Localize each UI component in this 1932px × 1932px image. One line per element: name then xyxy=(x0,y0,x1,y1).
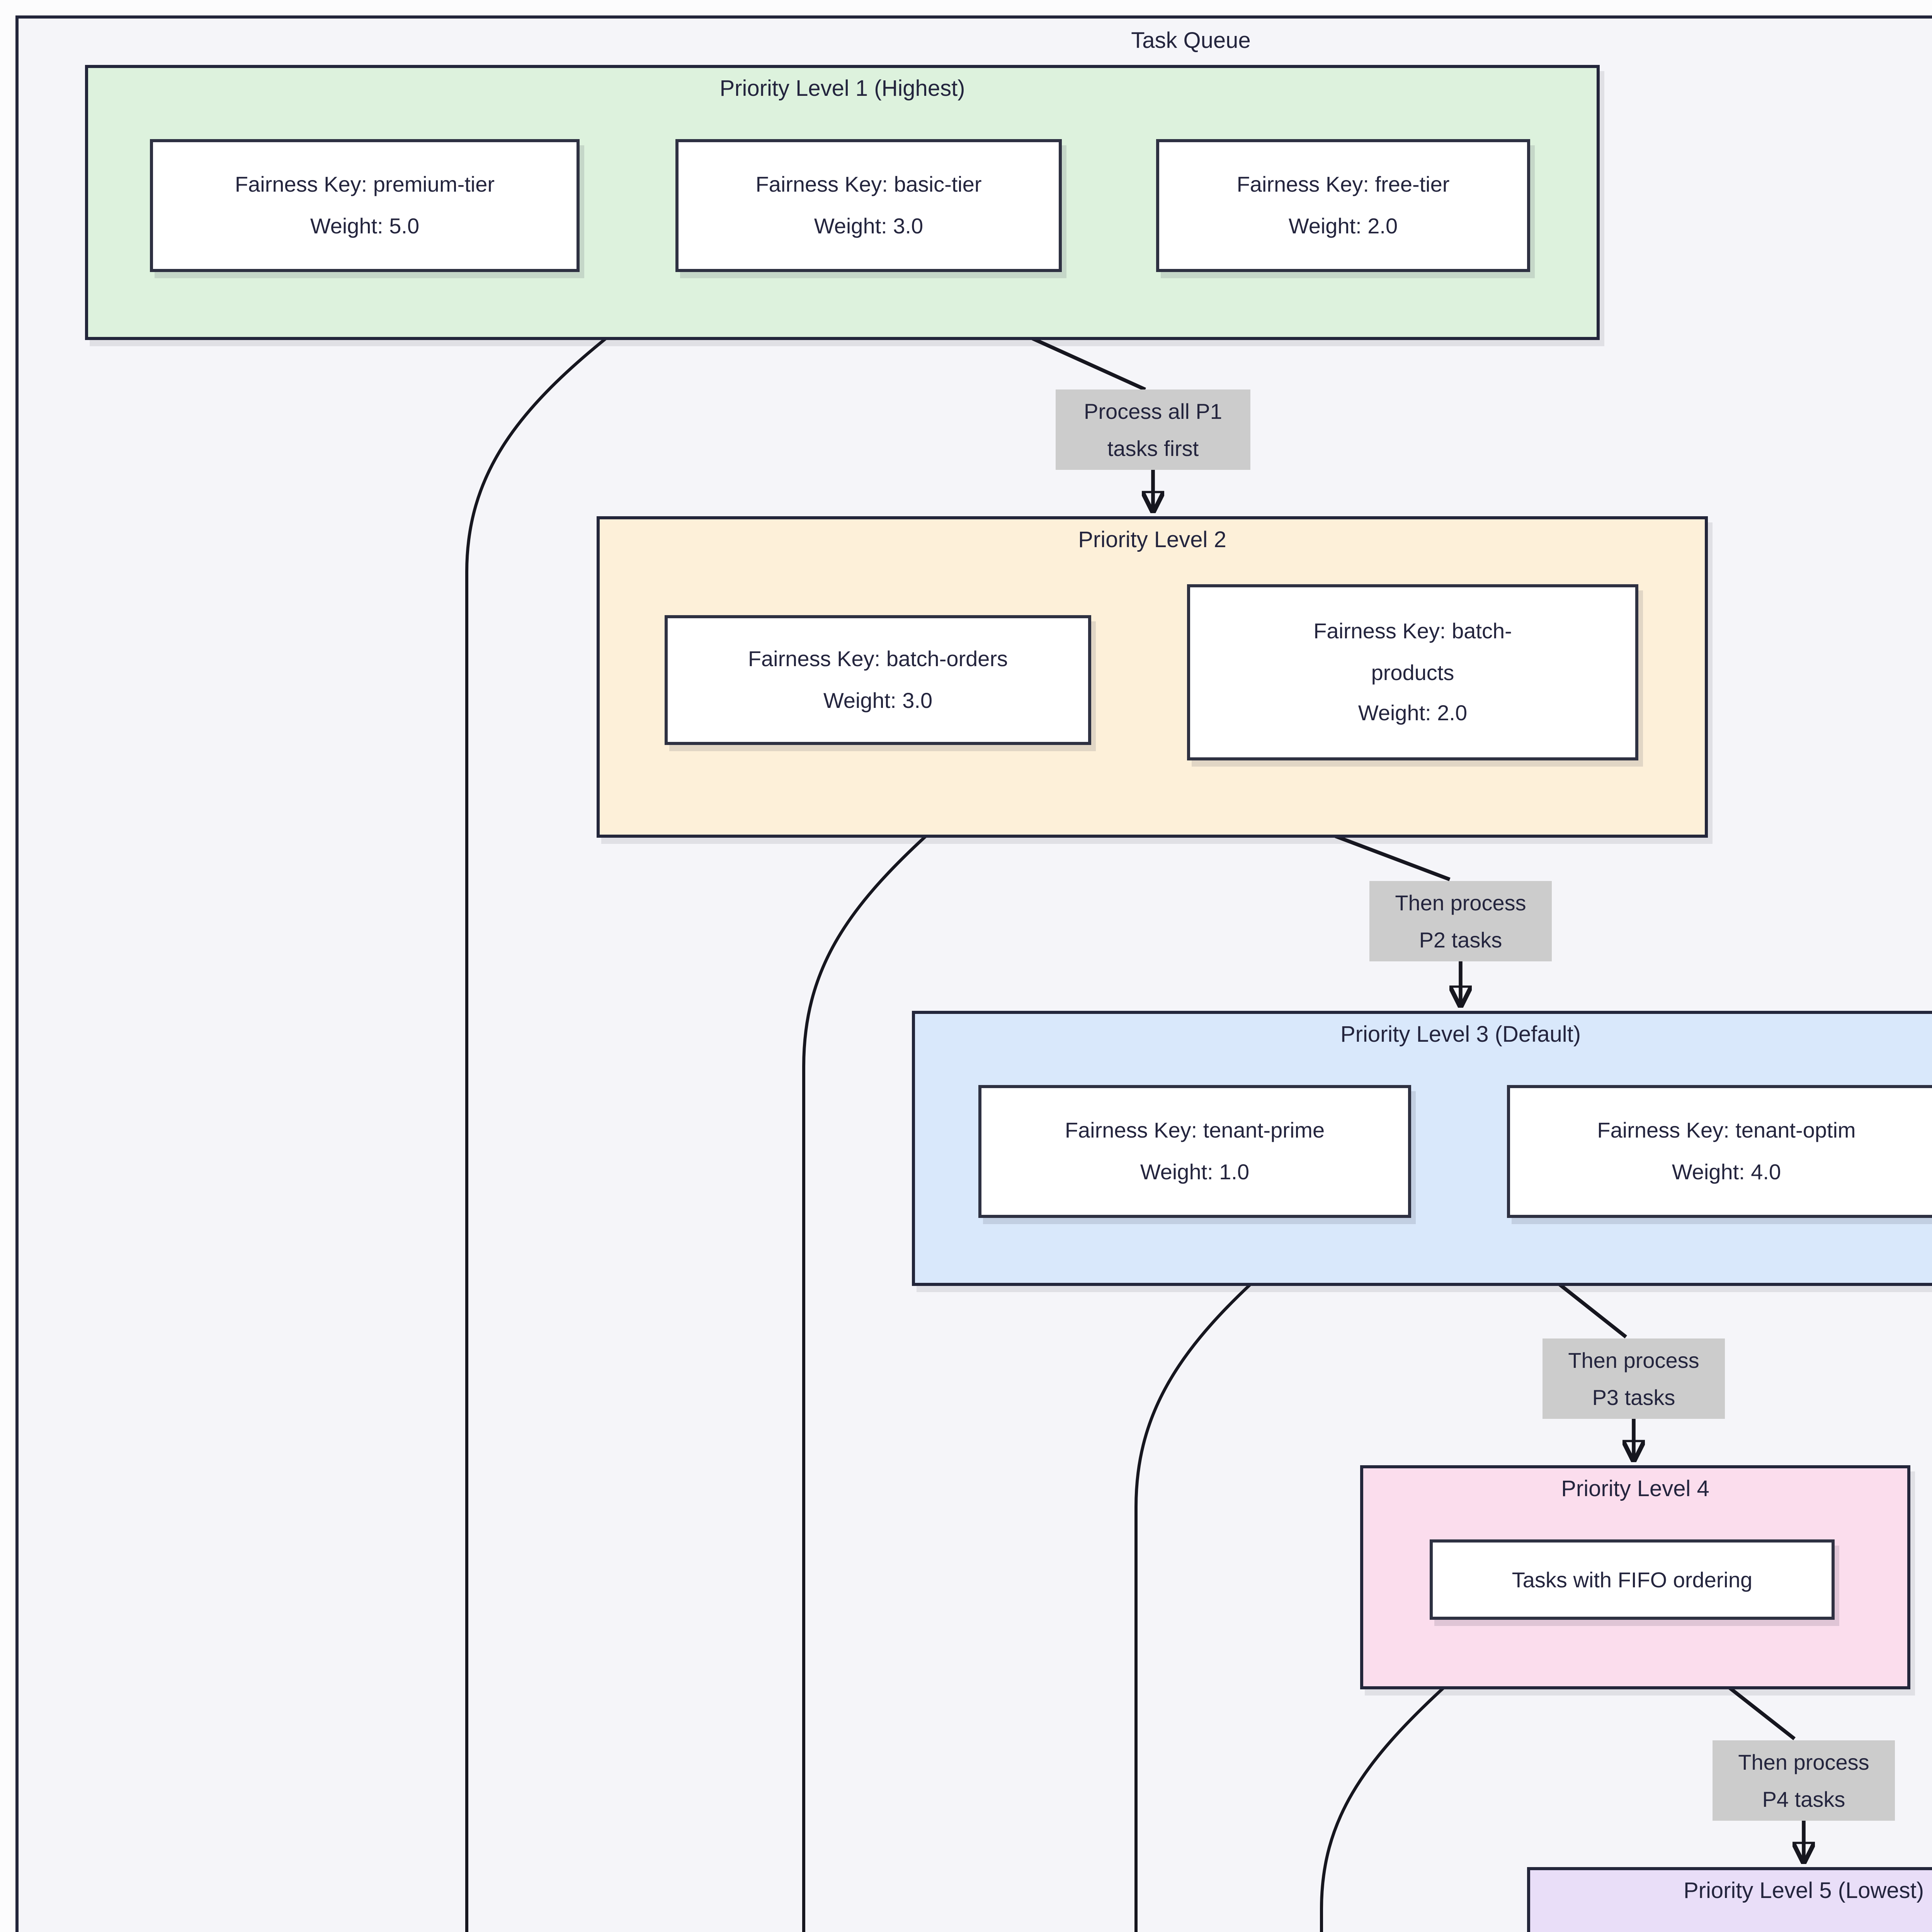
node-text-line: Weight: 3.0 xyxy=(814,213,923,238)
node-premium-tier: Fairness Key: premium-tier Weight: 5.0 xyxy=(150,139,580,272)
node-text-line: Weight: 2.0 xyxy=(1358,701,1468,726)
node-text-line: Fairness Key: tenant-optim xyxy=(1597,1117,1856,1143)
node-text-line: Weight: 5.0 xyxy=(310,213,420,238)
priority-level-1-title: Priority Level 1 (Highest) xyxy=(719,77,965,102)
node-text-line: Fairness Key: batch- xyxy=(1313,617,1512,643)
node-batch-products: Fairness Key: batch- products Weight: 2.… xyxy=(1187,584,1638,760)
edge-label-line: Process all P1 xyxy=(1084,398,1222,423)
priority-level-2-title: Priority Level 2 xyxy=(1078,529,1226,553)
node-text-line: Fairness Key: free-tier xyxy=(1236,172,1450,197)
edge-label-line: P4 tasks xyxy=(1762,1787,1845,1811)
node-free-tier: Fairness Key: free-tier Weight: 2.0 xyxy=(1156,139,1530,272)
edge-label-process-p2: Then process P2 tasks xyxy=(1369,881,1552,961)
node-text-line: Fairness Key: batch-orders xyxy=(748,646,1008,671)
node-text-line: Weight: 2.0 xyxy=(1288,213,1398,238)
edge-label-line: Then process xyxy=(1395,889,1526,914)
node-text-line: Fairness Key: tenant-prime xyxy=(1065,1117,1325,1143)
edge-label-line: Then process xyxy=(1738,1749,1869,1774)
edge-label-line: tasks first xyxy=(1107,436,1199,461)
edge-label-process-p3: Then process P3 tasks xyxy=(1543,1338,1725,1419)
priority-level-3-title: Priority Level 3 (Default) xyxy=(1340,1023,1581,1048)
node-text-line: Fairness Key: basic-tier xyxy=(755,172,982,197)
node-tenant-prime: Fairness Key: tenant-prime Weight: 1.0 xyxy=(978,1085,1411,1218)
node-fifo-p4: Tasks with FIFO ordering xyxy=(1430,1539,1835,1620)
node-text-line: Fairness Key: premium-tier xyxy=(235,172,495,197)
node-text-line: Tasks with FIFO ordering xyxy=(1512,1566,1753,1592)
priority-level-4-title: Priority Level 4 xyxy=(1561,1478,1709,1502)
edge-label-process-p1: Process all P1 tasks first xyxy=(1056,389,1250,470)
node-basic-tier: Fairness Key: basic-tier Weight: 3.0 xyxy=(675,139,1062,272)
edge-label-process-p4: Then process P4 tasks xyxy=(1713,1740,1895,1821)
node-text-line: Weight: 4.0 xyxy=(1672,1159,1781,1184)
priority-level-5-box: Priority Level 5 (Lowest) xyxy=(1527,1867,1932,1932)
edge-label-line: P3 tasks xyxy=(1592,1385,1675,1410)
node-tenant-optim: Fairness Key: tenant-optim Weight: 4.0 xyxy=(1507,1085,1932,1218)
task-queue-title: Task Queue xyxy=(1131,29,1251,54)
edge-label-line: P2 tasks xyxy=(1419,927,1502,952)
node-text-line: Weight: 3.0 xyxy=(823,688,933,713)
priority-level-5-title: Priority Level 5 (Lowest) xyxy=(1683,1879,1924,1904)
node-text-line: Weight: 1.0 xyxy=(1140,1159,1250,1184)
node-text-line: products xyxy=(1371,659,1454,684)
node-batch-orders: Fairness Key: batch-orders Weight: 3.0 xyxy=(665,615,1091,745)
edge-label-line: Then process xyxy=(1568,1347,1699,1372)
